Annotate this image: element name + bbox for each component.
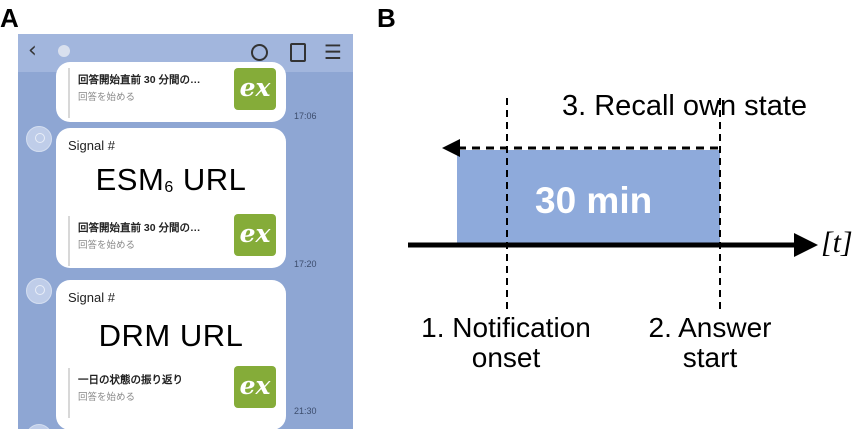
answer-label-line2: start <box>682 342 738 373</box>
timestamp: 17:06 <box>294 111 317 121</box>
card-action-text: 回答を始める <box>78 92 136 103</box>
signal-label: Signal # <box>68 290 115 305</box>
card-action-text: 回答を始める <box>78 392 136 403</box>
esm-url-text[interactable]: ESM6 URL <box>95 162 247 197</box>
answer-start-label: 2. Answer start <box>630 313 790 373</box>
ex-logo: ex <box>234 214 276 256</box>
time-axis-arrow-head <box>794 233 818 257</box>
panel-a-letter: A <box>0 3 19 33</box>
panel-b-letter: B <box>377 3 396 33</box>
ex-logo: ex <box>234 68 276 110</box>
time-axis-label-text: [t] <box>821 226 853 259</box>
drm-url-text[interactable]: DRM URL <box>98 318 244 353</box>
message-bubble[interactable]: Signal # ESM6 URL 回答開始直前 30 分間の… 回答を始める … <box>56 128 286 268</box>
card-action-text: 回答を始める <box>78 240 136 251</box>
message-bubble[interactable]: Signal # DRM URL 一日の状態の振り返り 回答を始める ex <box>56 280 286 429</box>
message-card[interactable]: 一日の状態の振り返り 回答を始める <box>68 368 276 418</box>
search-icon[interactable] <box>251 44 268 61</box>
card-title: 一日の状態の振り返り <box>78 374 183 386</box>
chat-screenshot: ‹ ☰ 回答開始直前 30 分間の… 回答を始める ex 17:06 Signa… <box>18 34 353 429</box>
answer-label-line1: 2. Answer <box>648 312 772 343</box>
recall-arrow-head <box>442 139 460 157</box>
notification-label-line2: onset <box>471 342 541 373</box>
time-axis-label: [t] <box>821 226 853 260</box>
card-title: 回答開始直前 30 分間の… <box>78 222 201 234</box>
signal-label: Signal # <box>68 138 115 153</box>
timestamp: 21:30 <box>294 406 317 416</box>
chat-header: ‹ ☰ <box>18 34 353 72</box>
back-chevron-icon[interactable]: ‹ <box>28 38 37 63</box>
menu-icon[interactable]: ☰ <box>324 40 342 64</box>
timestamp: 17:20 <box>294 259 317 269</box>
message-card[interactable]: 回答開始直前 30 分間の… 回答を始める <box>68 216 276 266</box>
message-bubble[interactable]: 回答開始直前 30 分間の… 回答を始める ex <box>56 62 286 122</box>
notification-onset-label: 1. Notification onset <box>404 313 608 373</box>
sender-avatar[interactable] <box>26 278 52 304</box>
message-card[interactable]: 回答開始直前 30 分間の… 回答を始める <box>68 68 276 118</box>
notes-icon[interactable] <box>290 43 306 62</box>
recall-label: 3. Recall own state <box>562 90 808 122</box>
card-title: 回答開始直前 30 分間の… <box>78 74 201 86</box>
sender-avatar[interactable] <box>26 126 52 152</box>
window-duration-label: 30 min <box>535 180 653 221</box>
ex-logo: ex <box>234 366 276 408</box>
recall-window-box <box>457 150 720 245</box>
profile-icon[interactable] <box>58 45 70 57</box>
notification-label-line1: 1. Notification <box>421 312 591 343</box>
